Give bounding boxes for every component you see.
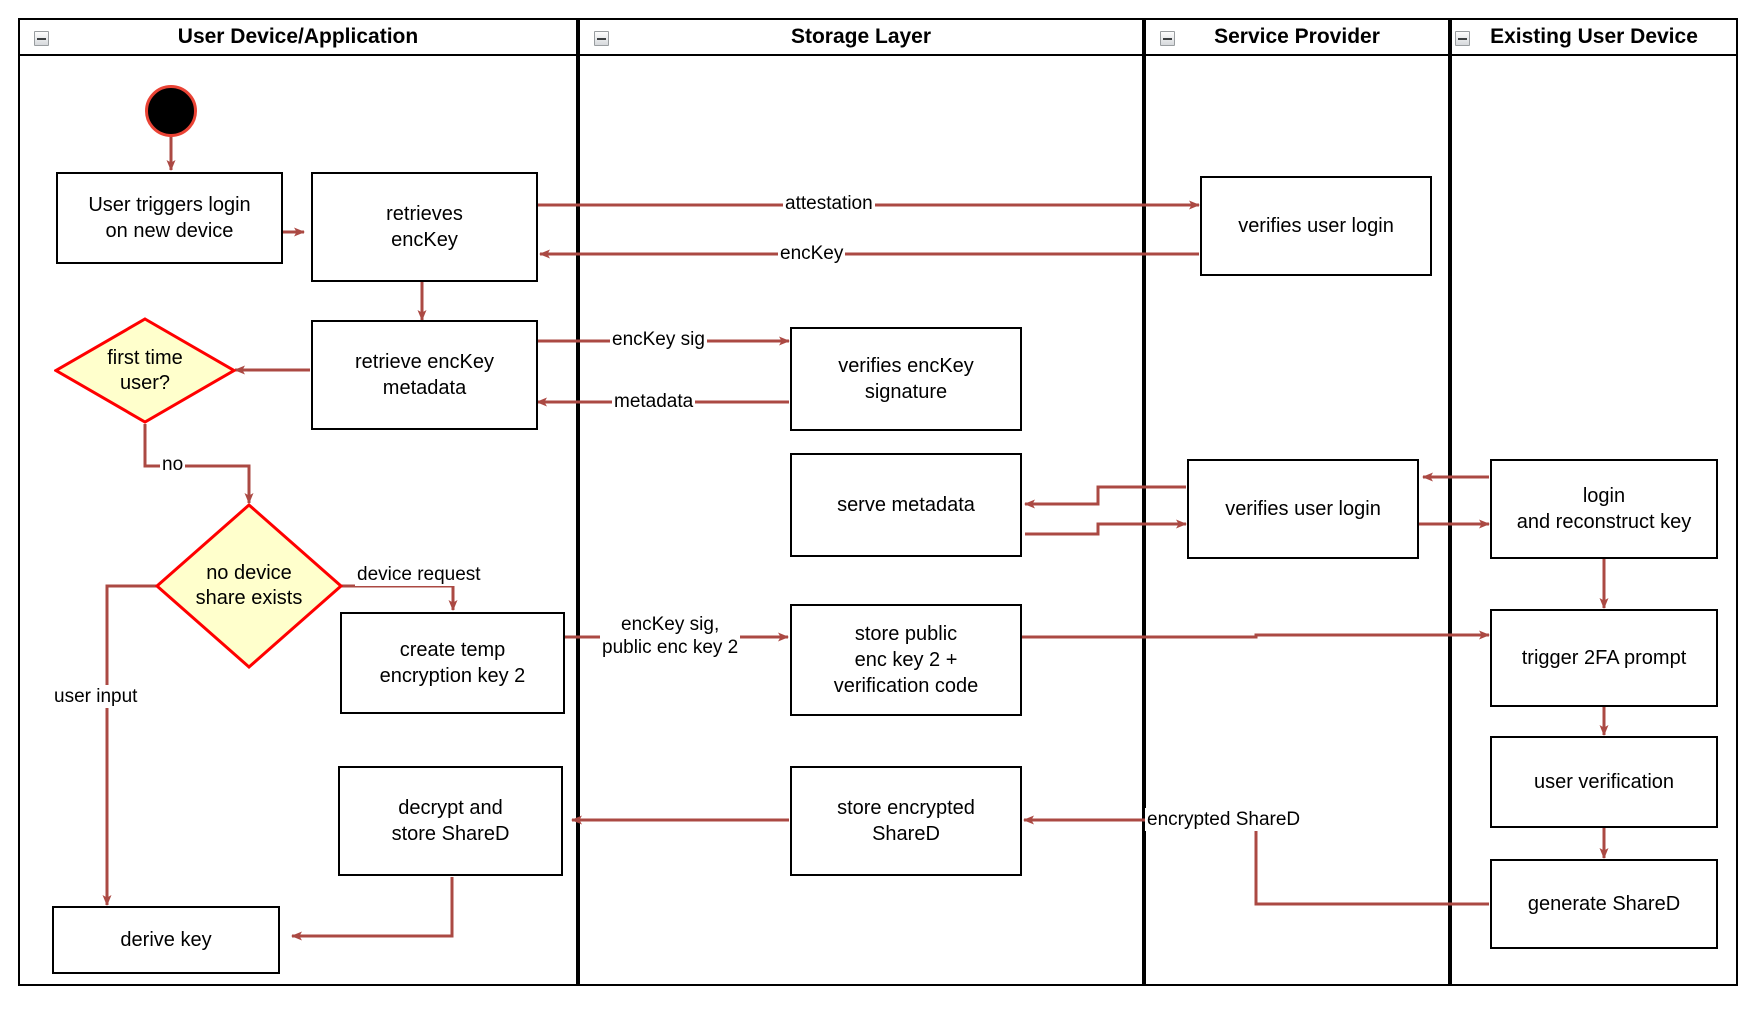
collapse-icon-existing-user-device[interactable] <box>1455 31 1470 46</box>
node-trigger-2fa-prompt[interactable]: trigger 2FA prompt <box>1490 609 1718 707</box>
node-retrieves-enckey[interactable]: retrieves encKey <box>311 172 538 282</box>
node-generate-shared[interactable]: generate ShareD <box>1490 859 1718 949</box>
no-device-share-diamond-shape <box>155 503 343 669</box>
first-time-user-label: first time user? <box>107 346 183 394</box>
node-serve-metadata[interactable]: serve metadata <box>790 453 1022 557</box>
swimlane-header-user-device: User Device/Application <box>20 20 576 56</box>
collapse-icon-user-device[interactable] <box>34 31 49 46</box>
node-user-verification[interactable]: user verification <box>1490 736 1718 828</box>
node-decrypt-and-store-shared[interactable]: decrypt and store ShareD <box>338 766 563 876</box>
node-first-time-user[interactable]: first time user? <box>54 317 236 424</box>
node-store-public-enc-key-2[interactable]: store public enc key 2 + verification co… <box>790 604 1022 716</box>
edge-label-no: no <box>160 453 186 476</box>
edge-label-enckey-sig-public-enc-key-2: encKey sig, public enc key 2 <box>600 613 741 659</box>
swimlane-title-user-device: User Device/Application <box>177 25 419 48</box>
edge-label-user-input: user input <box>52 685 140 708</box>
swimlane-title-service-provider: Service Provider <box>1214 25 1380 48</box>
edge-label-enckey: encKey <box>778 242 846 265</box>
node-user-triggers-login[interactable]: User triggers login on new device <box>56 172 283 264</box>
start-node <box>145 85 197 137</box>
swimlane-header-storage-layer: Storage Layer <box>580 20 1142 56</box>
collapse-icon-storage-layer[interactable] <box>594 31 609 46</box>
node-create-temp-encryption-key-2[interactable]: create temp encryption key 2 <box>340 612 565 714</box>
swimlane-title-storage-layer: Storage Layer <box>790 25 932 48</box>
node-derive-key[interactable]: derive key <box>52 906 280 974</box>
node-store-encrypted-shared[interactable]: store encrypted ShareD <box>790 766 1022 876</box>
edge-label-attestation: attestation <box>783 192 875 215</box>
swimlane-header-service-provider: Service Provider <box>1146 20 1448 56</box>
swimlane-user-device: User Device/Application <box>18 18 578 986</box>
node-verifies-user-login-mid[interactable]: verifies user login <box>1187 459 1419 559</box>
node-verifies-user-login-top[interactable]: verifies user login <box>1200 176 1432 276</box>
node-no-device-share-exists[interactable]: no device share exists <box>155 503 343 669</box>
no-device-share-exists-label: no device share exists <box>195 562 303 609</box>
swimlane-header-existing-user-device: Existing User Device <box>1452 20 1736 56</box>
first-time-user-diamond-shape <box>54 317 236 424</box>
collapse-icon-service-provider[interactable] <box>1160 31 1175 46</box>
node-login-and-reconstruct-key[interactable]: login and reconstruct key <box>1490 459 1718 559</box>
node-retrieve-enckey-metadata[interactable]: retrieve encKey metadata <box>311 320 538 430</box>
node-verifies-enckey-signature[interactable]: verifies encKey signature <box>790 327 1022 431</box>
swimlane-title-existing-user-device: Existing User Device <box>1490 25 1698 48</box>
edge-label-device-request: device request <box>355 563 483 586</box>
edge-label-metadata: metadata <box>612 390 696 413</box>
edge-label-encrypted-shared: encrypted ShareD <box>1145 808 1303 831</box>
swimlane-existing-user-device: Existing User Device <box>1450 18 1738 986</box>
edge-label-enckey-sig: encKey sig <box>610 328 707 351</box>
